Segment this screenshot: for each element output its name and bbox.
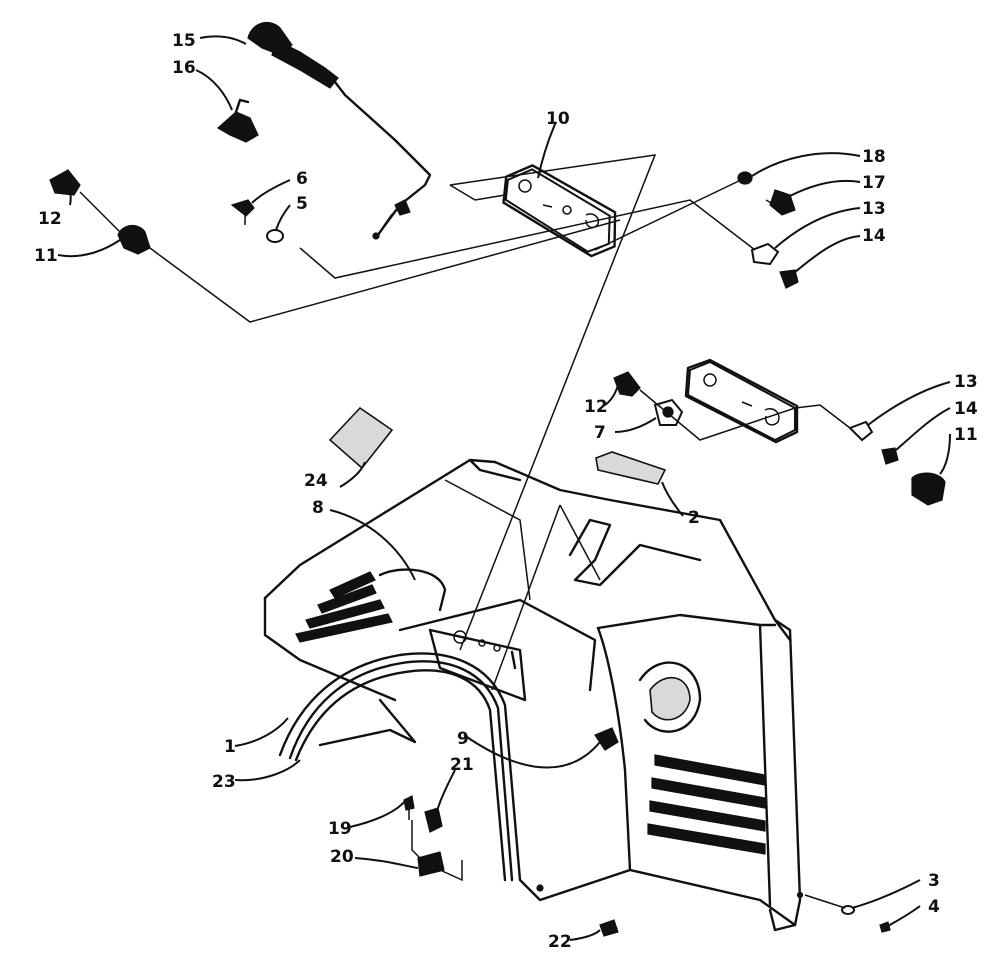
callout-12-left: 12 <box>38 209 62 229</box>
callout-5: 5 <box>296 194 308 214</box>
callout-12-right: 12 <box>584 397 608 417</box>
callout-17: 17 <box>862 173 886 193</box>
callout-labels: 15 16 6 5 12 11 10 18 17 13 14 12 7 13 1… <box>34 31 978 952</box>
screws <box>599 905 891 937</box>
callout-21: 21 <box>450 755 474 775</box>
callout-4: 4 <box>928 897 940 917</box>
callout-8: 8 <box>312 498 324 518</box>
callout-20: 20 <box>330 847 354 867</box>
callout-23: 23 <box>212 772 236 792</box>
callout-11-left: 11 <box>34 246 58 266</box>
callout-24: 24 <box>304 471 328 491</box>
callout-15: 15 <box>172 31 196 51</box>
callout-10: 10 <box>546 109 570 129</box>
leader-lines <box>57 35 951 941</box>
callout-2: 2 <box>688 508 700 528</box>
callout-6: 6 <box>296 169 308 189</box>
callout-13-upper: 13 <box>862 199 886 219</box>
decals <box>328 406 667 485</box>
throttle-cable-assembly <box>216 21 432 240</box>
callout-16: 16 <box>172 58 196 78</box>
callout-18: 18 <box>862 147 886 167</box>
latch-hardware <box>403 795 445 877</box>
callout-19: 19 <box>328 819 352 839</box>
switch-panel-right <box>684 358 799 444</box>
key-and-nut-right <box>613 371 684 426</box>
callout-11-right: 11 <box>954 425 978 445</box>
explode-lines <box>79 154 851 909</box>
callout-1: 1 <box>224 737 236 757</box>
callout-3: 3 <box>928 871 940 891</box>
console-body <box>263 458 804 932</box>
switch-panel-10 <box>502 164 617 258</box>
callout-13-right: 13 <box>954 372 978 392</box>
callout-14-right: 14 <box>954 399 978 419</box>
knob-and-washer <box>230 199 284 243</box>
callout-7: 7 <box>594 423 606 443</box>
callout-22: 22 <box>548 932 572 952</box>
switch-hardware-upper <box>737 171 799 289</box>
callout-14-upper: 14 <box>862 226 886 246</box>
switch-hardware-right <box>848 420 946 506</box>
callout-9: 9 <box>457 729 469 749</box>
key-and-switch-left <box>49 169 159 255</box>
